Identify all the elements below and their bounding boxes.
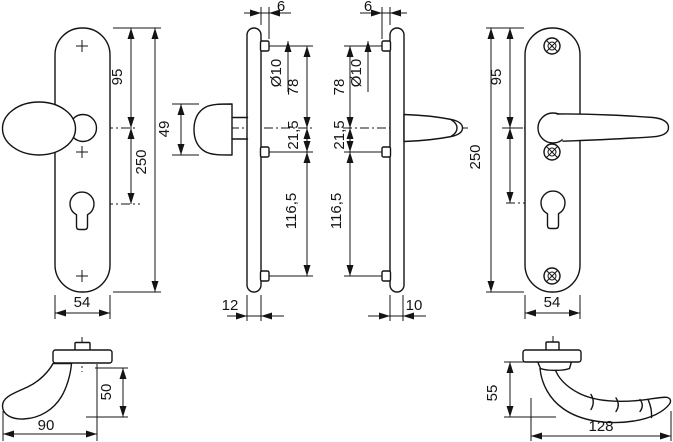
fixing-cross bbox=[76, 40, 88, 52]
knob-profile bbox=[193, 103, 233, 156]
lever-grip-wave bbox=[590, 393, 594, 411]
lever-top-grip bbox=[539, 367, 672, 424]
view-top-lever: 55 128 bbox=[484, 336, 672, 441]
dim-250-label: 250 bbox=[133, 149, 150, 174]
fixing-cross bbox=[76, 270, 88, 282]
dim-128-label: 128 bbox=[588, 418, 613, 435]
lug-diameter-label: Ø10 bbox=[268, 59, 285, 87]
backplate-profile bbox=[389, 27, 405, 293]
lever-collar bbox=[536, 360, 573, 372]
knob-rose bbox=[52, 349, 113, 364]
knob-front bbox=[1, 101, 77, 156]
dim-54-label: 54 bbox=[544, 294, 561, 311]
view-front-right-lever-plate: 95 250 54 bbox=[467, 27, 670, 319]
dim-95-label: 95 bbox=[488, 69, 505, 86]
dim-78-label: 78 bbox=[285, 79, 302, 96]
dim-78-label: 78 bbox=[331, 79, 348, 96]
lever-tip-contour bbox=[450, 119, 458, 137]
dim-50-label: 50 bbox=[98, 384, 115, 401]
fixing-lug bbox=[381, 146, 392, 158]
fixing-lug bbox=[259, 40, 270, 52]
fixing-lug bbox=[259, 146, 270, 158]
dim-250-label: 250 bbox=[467, 144, 484, 169]
dim-6-label: 6 bbox=[364, 0, 372, 15]
lever-grip-facet bbox=[647, 398, 653, 419]
lever-grip bbox=[556, 113, 670, 142]
dim-95-label: 95 bbox=[109, 69, 126, 86]
fixing-cross bbox=[76, 146, 88, 158]
dim-10-label: 10 bbox=[406, 297, 423, 314]
dim-90-label: 90 bbox=[38, 417, 55, 434]
lever-grip-fill bbox=[557, 113, 669, 142]
euro-cylinder-hole bbox=[540, 190, 566, 230]
screw bbox=[543, 143, 561, 161]
dim-49-label: 49 bbox=[156, 121, 173, 138]
screw bbox=[543, 267, 561, 285]
view-side-right-lever-profile: 6 Ø10 78 21,5 116,5 10 bbox=[328, 0, 468, 321]
dim-55-label: 55 bbox=[484, 385, 501, 402]
lever-rose bbox=[522, 349, 582, 363]
backplate-profile bbox=[246, 27, 262, 293]
fixing-lug bbox=[381, 270, 392, 282]
dim-116-5-label: 116,5 bbox=[328, 193, 345, 229]
backplate-outline bbox=[54, 27, 111, 293]
view-side-left-knob-profile: 6 Ø10 49 78 21,5 116,5 12 bbox=[156, 0, 314, 321]
dim-116-5-label: 116,5 bbox=[283, 193, 300, 229]
fixing-lug bbox=[259, 270, 270, 282]
view-top-knob: 50 90 bbox=[1, 337, 128, 441]
dim-6-label: 6 bbox=[277, 0, 285, 15]
dim-21-5-label: 21,5 bbox=[331, 120, 348, 149]
knob-top bbox=[1, 362, 73, 420]
view-front-left-knob-plate: 95 250 54 bbox=[1, 27, 161, 319]
euro-cylinder-hole bbox=[69, 191, 95, 231]
dim-12-label: 12 bbox=[222, 297, 239, 314]
lug-diameter-label: Ø10 bbox=[348, 59, 365, 87]
screw bbox=[543, 37, 561, 55]
dim-21-5-label: 21,5 bbox=[285, 120, 302, 149]
fixing-lug bbox=[381, 40, 392, 52]
lever-grip-wave bbox=[615, 397, 619, 413]
lever-grip-wave bbox=[639, 398, 643, 413]
dim-54-label: 54 bbox=[74, 294, 91, 311]
lever-profile bbox=[403, 113, 464, 143]
